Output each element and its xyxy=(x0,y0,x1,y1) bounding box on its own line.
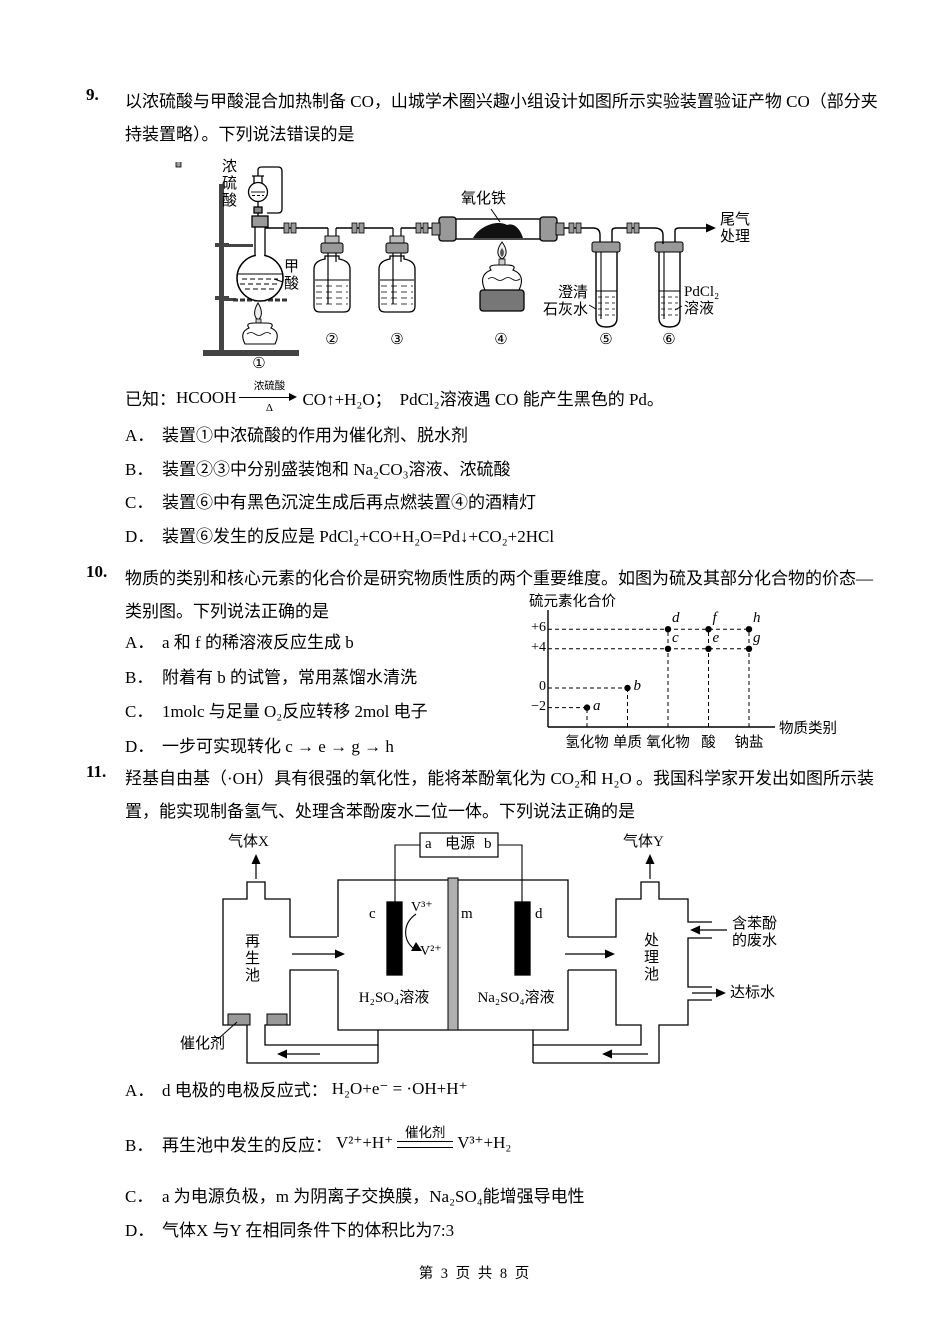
q10-option-d: D． 一步可实现转化 c → e → g → h xyxy=(125,736,394,756)
chart-point-label: a xyxy=(593,697,601,714)
q11-option-d: D． 气体X 与Y 在相同条件下的体积比为7:3 xyxy=(125,1221,455,1240)
apparatus-6-number: ⑥ xyxy=(662,332,676,348)
iron-oxide-label: 氧化铁 xyxy=(461,191,507,207)
chart-point-label: b xyxy=(633,678,642,694)
regeneration-tank-label: 再生池 xyxy=(245,934,261,984)
q9-stem-line1: 以浓硫酸与甲酸混合加热制备 CO，山城学术圈兴趣小组设计如图所示实验装置验证产物… xyxy=(125,92,878,111)
chart-y-tick: −2 xyxy=(531,698,546,714)
chart-point-label: d xyxy=(672,610,680,627)
known-products: CO↑+H₂O； xyxy=(302,390,392,409)
q10-options: A． a 和 f 的稀溶液反应生成 b B． 附着有 b 的试管，常用蒸馏水清洗… xyxy=(125,626,535,764)
q10-option-c: C． 1molc 与足量 O₂反应转移 2mol 电子 xyxy=(125,702,428,721)
apparatus-4-number: ④ xyxy=(494,332,508,348)
chart-y-tick: +6 xyxy=(531,620,546,636)
electrode-d-label: d xyxy=(535,906,543,922)
q11-number: 11. xyxy=(86,762,107,781)
question-11: 11. 羟基自由基（·OH）具有很强的氧化性，能将苯酚氧化为 CO₂和 H₂O … xyxy=(86,762,898,1292)
clean-water-label: 达标水 xyxy=(730,985,776,1001)
catalyzed-equals: 催化剂 xyxy=(397,1125,454,1162)
page-footer: 第 3 页 共 8 页 xyxy=(418,1266,532,1282)
arrow-line xyxy=(239,393,299,403)
q11-option-c: C． a 为电源负极，m 为阴离子交换膜，Na₂SO₄能增强导电性 xyxy=(125,1187,585,1206)
q9-option-d: D． 装置⑥发生的反应是 PdCl₂+CO+H₂O=Pd↓+CO₂+2HCl xyxy=(125,526,555,546)
q11-b-rhs: V³⁺+H₂ xyxy=(457,1133,512,1152)
v3-ion-label: V³⁺ xyxy=(411,900,433,915)
membrane-m-label: m xyxy=(461,906,473,922)
chart-y-tick: +4 xyxy=(531,639,546,655)
reaction-condition-arrow: 浓硫酸 Δ xyxy=(239,381,299,414)
arrow-condition-top: 浓硫酸 xyxy=(253,381,286,392)
chart-point-label: c xyxy=(672,629,679,646)
q9-option-a: A． 装置①中浓硫酸的作用为催化剂、脱水剂 xyxy=(125,426,468,445)
gas-y-label: 气体Y xyxy=(623,834,664,850)
chart-point-label: g xyxy=(753,629,761,646)
q11-device-art xyxy=(217,832,727,1064)
q10-option-a: A． a 和 f 的稀溶液反应生成 b xyxy=(125,633,354,652)
chart-category-label: 氧化物 xyxy=(646,735,690,751)
q9-stem: 9. 以浓硫酸与甲酸混合加热制备 CO，山城学术圈兴趣小组设计如图所示实验装置验… xyxy=(86,85,898,151)
chart-canvas xyxy=(547,610,775,728)
q9-number: 9. xyxy=(86,85,99,104)
known-reactant: HCOOH xyxy=(176,387,237,407)
chart-category-label: 单质 xyxy=(613,735,642,751)
formic-acid-label: 甲酸 xyxy=(284,259,300,292)
q10-option-b: B． 附着有 b 的试管，常用蒸馏水清洗 xyxy=(125,667,417,687)
catalyst-label: 催化剂 xyxy=(180,1036,226,1052)
tail-gas-label: 尾气 处理 xyxy=(720,212,751,245)
q9-options: A． 装置①中浓硫酸的作用为催化剂、脱水剂 B． 装置②③中分别盛装饱和 Na₂… xyxy=(125,419,554,553)
q10-stem-line2: 类别图。下列说法正确的是 xyxy=(125,602,329,621)
q9-known: 已知： HCOOH 浓硫酸 Δ CO↑+H₂O； PdCl₂溶液遇 CO 能产生… xyxy=(125,381,664,414)
chart-category-label: 氢化物 xyxy=(565,735,609,751)
pdcl2-label: PdCl₂ 溶液 xyxy=(684,284,720,317)
power-supply-label: 电源 xyxy=(444,836,475,852)
q11-device-diagram: 气体X 气体Y a 电源 b c d m V³⁺ V²⁺ H₂SO₄溶液 Na₂… xyxy=(180,832,800,1067)
conc-sulfuric-acid-label: 浓硫酸 xyxy=(222,159,238,209)
arrow-condition-bottom: Δ xyxy=(265,402,273,414)
gas-x-label: 气体X xyxy=(228,834,269,850)
q11-a-formula: H₂O+e⁻ = ·OH+H⁺ xyxy=(331,1078,468,1098)
apparatus-1-number: ① xyxy=(252,356,266,372)
q11-option-a: A． d 电极的电极反应式： H₂O+e⁻ = ·OH+H⁺ xyxy=(125,1078,468,1101)
chart-category-label: 钠盐 xyxy=(734,735,764,751)
question-9: 9. 以浓硫酸与甲酸混合加热制备 CO，山城学术圈兴趣小组设计如图所示实验装置验… xyxy=(86,85,898,555)
q9-apparatus-diagram: 浓硫酸 甲酸 氧化铁 澄清 石灰水 PdCl₂ 溶液 尾气 处理 ① ② ③ ④… xyxy=(175,159,775,377)
v2-ion-label: V²⁺ xyxy=(420,944,442,959)
q11-stem-line1: 羟基自由基（·OH）具有很强的氧化性，能将苯酚氧化为 CO₂和 H₂O 。我国科… xyxy=(125,769,874,788)
q9-stem-line2: 持装置略）。下列说法错误的是 xyxy=(125,125,355,144)
question-10: 10. 物质的类别和核心元素的化合价是研究物质性质的两个重要维度。如图为硫及其部… xyxy=(86,562,898,762)
chart-point-label: f xyxy=(712,610,717,627)
apparatus-5-number: ⑤ xyxy=(599,332,613,348)
phenol-wastewater-label: 含苯酚 的废水 xyxy=(732,916,778,949)
q11-option-b: B． 再生池中发生的反应： V²⁺+H⁺ 催化剂 V³⁺+H₂ xyxy=(125,1123,511,1163)
electrode-c-label: c xyxy=(369,906,376,922)
q11-stem-line2: 置，能实现制备氢气、处理含苯酚废水二位一体。下列说法正确的是 xyxy=(125,802,635,821)
na2so4-solution-label: Na₂SO₄溶液 xyxy=(477,990,555,1006)
apparatus-3-number: ③ xyxy=(390,332,404,348)
chart-category-label: 酸 xyxy=(701,735,716,751)
chart-point-label: h xyxy=(753,610,761,627)
double-line xyxy=(397,1140,454,1148)
power-terminal-b: b xyxy=(484,836,492,852)
chart-point-label: e xyxy=(712,629,720,646)
chart-title: 硫元素化合价 xyxy=(529,594,616,610)
known-prefix: 已知： xyxy=(125,390,176,409)
power-terminal-a: a xyxy=(425,836,432,852)
h2so4-solution-label: H₂SO₄溶液 xyxy=(358,990,430,1006)
treatment-tank-label: 处理池 xyxy=(644,933,660,983)
limewater-label: 澄清 石灰水 xyxy=(542,285,588,318)
q9-option-c: C． 装置⑥中有黑色沉淀生成后再点燃装置④的酒精灯 xyxy=(125,493,536,512)
apparatus-2-number: ② xyxy=(325,332,339,348)
q10-number: 10. xyxy=(86,562,108,581)
q9-apparatus-art xyxy=(175,162,716,356)
q10-stem-line1: 物质的类别和核心元素的化合价是研究物质性质的两个重要维度。如图为硫及其部分化合物… xyxy=(125,569,873,588)
q11-b-lhs: V²⁺+H⁺ xyxy=(336,1133,394,1152)
q9-option-b: B． 装置②③中分别盛装饱和 Na₂CO₃溶液、浓硫酸 xyxy=(125,459,511,479)
known-note: PdCl₂溶液遇 CO 能产生黑色的 Pd。 xyxy=(399,390,664,409)
chart-x-axis-label: 物质类别 xyxy=(779,721,837,737)
q10-stem: 10. 物质的类别和核心元素的化合价是研究物质性质的两个重要维度。如图为硫及其部… xyxy=(86,562,898,628)
chart-y-tick: 0 xyxy=(539,679,546,694)
q11-stem: 11. 羟基自由基（·OH）具有很强的氧化性，能将苯酚氧化为 CO₂和 H₂O … xyxy=(86,762,898,828)
